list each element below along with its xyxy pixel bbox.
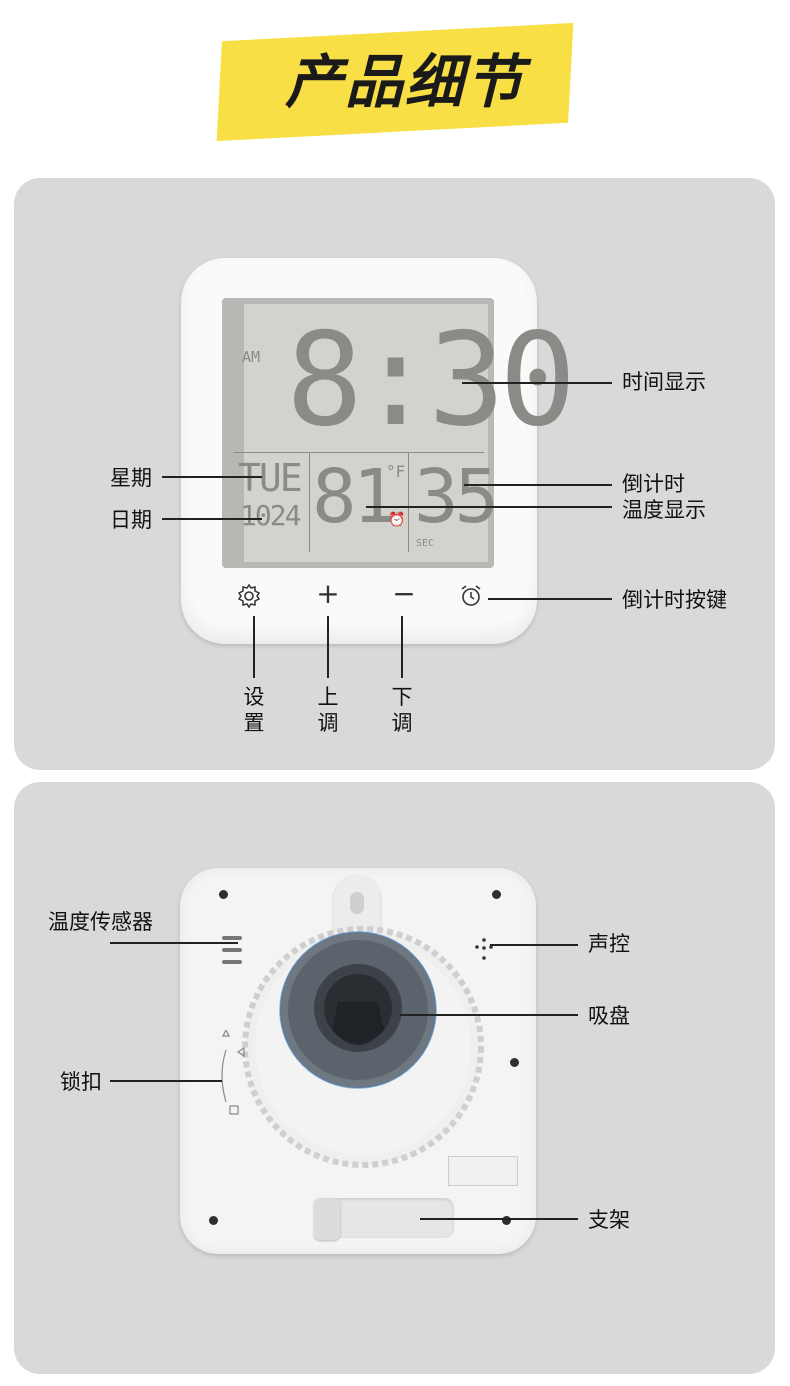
hanger-hole — [350, 892, 364, 914]
label-lock: 锁扣 — [60, 1070, 102, 1094]
label-date: 日期 — [110, 508, 152, 532]
callout-line-countdown-button — [488, 598, 612, 600]
callout-line-countdown — [464, 484, 612, 486]
countdown-digits: 35 — [414, 454, 499, 540]
label-weekday: 星期 — [110, 466, 152, 490]
temperature-unit: °F — [386, 462, 406, 481]
stand-leg[interactable] — [314, 1198, 340, 1240]
lcd-divider-right — [408, 452, 409, 552]
label-up-1: 上 — [317, 685, 339, 709]
weekday-digits: TUE — [238, 456, 303, 500]
callout-line-settings — [253, 616, 255, 678]
label-settings-2: 置 — [243, 711, 265, 735]
lcd-screen — [228, 304, 488, 562]
label-settings-1: 设 — [243, 685, 265, 709]
callout-line-weekday — [162, 476, 262, 478]
lcd-divider — [234, 452, 484, 453]
callout-line-lock — [110, 1080, 222, 1082]
label-down-2: 调 — [391, 711, 413, 735]
callout-line-time — [462, 382, 612, 384]
callout-line-temp — [366, 506, 612, 508]
microphone-icon — [472, 936, 496, 964]
time-digits: 8:30 — [286, 306, 576, 455]
alarm-indicator-icon: ⏰ — [388, 512, 406, 528]
lock-symbols — [210, 1028, 250, 1120]
sec-label: SEC — [416, 538, 435, 549]
temperature-digits: 81 — [312, 454, 397, 540]
label-countdown-button: 倒计时按键 — [622, 588, 727, 612]
lock-arrow-icon — [221, 1028, 245, 1115]
suction-cup-icon — [279, 931, 437, 1089]
gear-icon — [237, 583, 261, 609]
label-temp-display: 温度显示 — [622, 498, 706, 522]
lcd-divider-left — [309, 452, 310, 552]
label-plate — [448, 1156, 518, 1186]
am-indicator: AM — [242, 348, 261, 366]
plus-button[interactable]: + — [316, 577, 340, 610]
label-countdown: 倒计时 — [622, 472, 685, 496]
countdown-button[interactable] — [458, 582, 484, 610]
callout-line-stand — [420, 1218, 578, 1220]
label-time-display: 时间显示 — [622, 370, 706, 394]
label-up-2: 调 — [317, 711, 339, 735]
screw — [492, 890, 501, 899]
callout-line-suction — [400, 1014, 578, 1016]
screw — [502, 1216, 511, 1225]
label-stand: 支架 — [588, 1208, 630, 1232]
label-voice: 声控 — [588, 932, 630, 956]
callout-line-voice — [490, 944, 578, 946]
sensor-vent — [222, 936, 242, 940]
alarm-clock-icon — [461, 585, 481, 606]
callout-line-date — [162, 518, 262, 520]
page-title: 产品细节 — [284, 48, 525, 116]
minus-button[interactable]: − — [392, 577, 416, 610]
sensor-vent — [222, 960, 242, 964]
screw — [510, 1058, 519, 1067]
date-digits: 1024 — [240, 499, 301, 532]
callout-line-down — [401, 616, 403, 678]
lcd-shade — [228, 304, 244, 562]
label-suction: 吸盘 — [588, 1004, 630, 1028]
settings-button[interactable] — [236, 582, 262, 610]
callout-line-up — [327, 616, 329, 678]
callout-line-temp-sensor — [110, 942, 238, 944]
sensor-vent — [222, 948, 242, 952]
label-temp-sensor: 温度传感器 — [48, 910, 153, 934]
screw — [209, 1216, 218, 1225]
suction-cup — [278, 930, 438, 1090]
label-down-1: 下 — [391, 685, 413, 709]
screw — [219, 890, 228, 899]
